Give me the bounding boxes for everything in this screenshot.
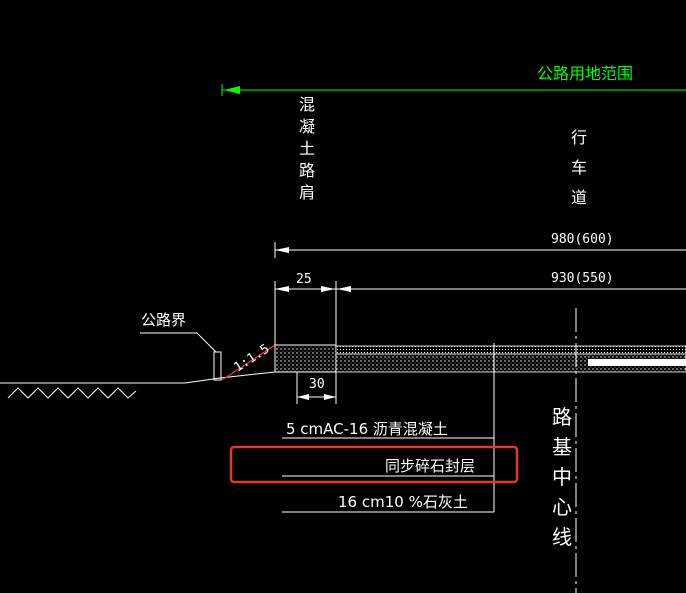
concrete-shoulder-char-1: 混 [298, 95, 315, 114]
dim-shoulder-label: 25 [296, 272, 312, 287]
dim-total-label: 980(600) [551, 232, 614, 247]
layer-surface-label: 5 cmAC-16 沥青混凝土 [286, 420, 448, 438]
centerline-char-3: 中 [552, 465, 572, 489]
layer-base-label: 16 cm10 %石灰土 [338, 493, 468, 511]
road-land-range-label: 公路用地范围 [537, 64, 634, 83]
concrete-shoulder-char-2: 凝 [298, 117, 315, 136]
dim-lane-label: 930(550) [551, 271, 614, 286]
carriageway-char-3: 道 [570, 188, 587, 207]
centerline-char-5: 线 [552, 525, 572, 549]
carriageway-char-1: 行 [570, 128, 587, 147]
dim-930-arrow [337, 286, 351, 292]
embankment-profile [184, 371, 276, 384]
centerline-char-2: 基 [552, 435, 572, 459]
boundary-leader-diag [196, 332, 217, 353]
dim-25-arrow-right [321, 286, 335, 292]
concrete-shoulder-block [274, 344, 337, 373]
subgrade-centerline-label: 路 基 中 心 线 [551, 402, 573, 552]
centerline-char-1: 路 [552, 405, 572, 429]
slope-red [221, 344, 276, 381]
ground-hatch [7, 387, 137, 399]
dim-980-arrow [275, 247, 289, 253]
carriageway-char-2: 车 [570, 158, 587, 177]
highlight-box [229, 445, 519, 484]
concrete-shoulder-label: 混 凝 土 路 肩 [298, 94, 316, 204]
concrete-shoulder-char-4: 路 [298, 161, 315, 180]
centerline-char-4: 心 [552, 495, 572, 519]
dim-30-label: 30 [309, 377, 325, 392]
highway-boundary-label: 公路界 [141, 311, 187, 329]
slope-ratio: 1:1.5 [231, 342, 272, 376]
pavement-layer-base [335, 353, 686, 373]
concrete-shoulder-char-3: 土 [298, 139, 315, 158]
land-range-arrow [224, 86, 240, 94]
pavement-white-strip [588, 359, 686, 366]
dim-30-arrow-right [324, 394, 336, 400]
carriageway-label: 行 车 道 [570, 123, 588, 213]
pavement-layer-top [335, 345, 686, 355]
concrete-shoulder-char-5: 肩 [298, 183, 315, 202]
layer-seal-label: 同步碎石封层 [385, 457, 476, 475]
dim-25-arrow-left [275, 286, 289, 292]
dim-30-arrow-left [297, 394, 309, 400]
boundary-post [213, 351, 222, 381]
